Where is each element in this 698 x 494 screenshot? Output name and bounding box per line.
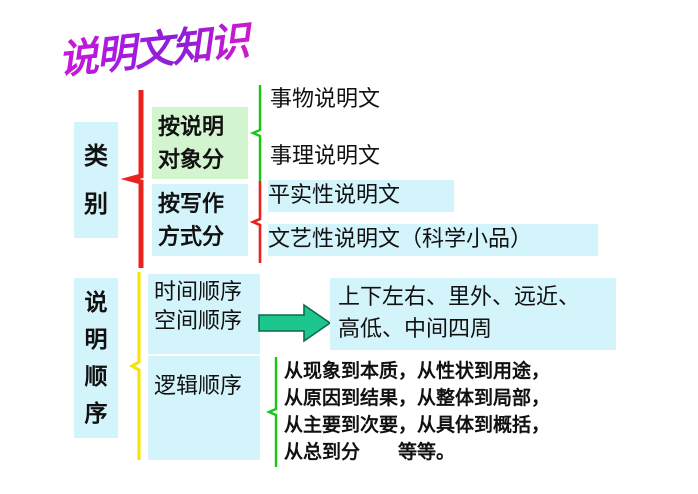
page-title: 说明文知识: [55, 4, 290, 86]
brace-by-style-red: [249, 180, 264, 264]
item-object-expository: 事物说明文: [270, 85, 500, 115]
group-label-by-style: 按写作 方式分: [152, 184, 248, 256]
content-spatial-order: 上下左右、里外、远近、 高低、中间四周: [330, 278, 616, 350]
group-label-line: 时间顺序: [154, 280, 243, 305]
group-label-line: 方式分: [158, 224, 225, 250]
group-label-line: 空间顺序: [154, 309, 243, 335]
content-line: 从现象到本质，从性状到用途，: [284, 360, 551, 382]
group-label-line: 对象分: [158, 147, 225, 173]
group-label-time-space-order: 时间顺序 空间顺序: [148, 274, 260, 354]
item-literary-expository: 文艺性说明文（科学小品）: [268, 224, 598, 256]
section-label-char: 别: [84, 189, 108, 218]
content-line: 从总到分 等等。: [284, 440, 456, 463]
content-line: 上下左右、里外、远近、: [338, 285, 581, 310]
right-arrow-icon: [258, 303, 332, 343]
group-label-by-object: 按说明 对象分: [152, 107, 248, 179]
group-label-line: 按说明: [158, 114, 225, 140]
content-line: 从主要到次要，从具体到概括，: [284, 413, 551, 436]
content-logical-order: 从现象到本质，从性状到用途， 从原因到结果，从整体到局部， 从主要到次要，从具体…: [284, 358, 614, 474]
content-line: 从原因到结果，从整体到局部，: [284, 386, 551, 409]
section-label-char: 顺: [84, 363, 108, 390]
group-label-logical-order: 逻辑顺序: [148, 356, 260, 460]
section-label-char: 类: [84, 141, 108, 170]
content-line: 高低、中间四周: [338, 316, 493, 342]
brace-category-red: [120, 88, 144, 270]
brace-order-yellow: [128, 270, 144, 462]
section-label-char: 明: [84, 326, 108, 353]
item-principle-expository: 事理说明文: [270, 142, 500, 172]
section-label-char: 说: [84, 289, 108, 316]
group-label-line: 按写作: [158, 191, 225, 217]
section-label-char: 序: [84, 400, 108, 427]
section-label-category: 类 别: [74, 122, 118, 238]
item-plain-expository: 平实性说明文: [268, 180, 454, 212]
brace-by-object-green: [249, 84, 264, 182]
brace-logical-green: [265, 356, 280, 468]
group-label-line: 逻辑顺序: [154, 374, 243, 399]
section-label-order: 说 明 顺 序: [74, 278, 118, 438]
